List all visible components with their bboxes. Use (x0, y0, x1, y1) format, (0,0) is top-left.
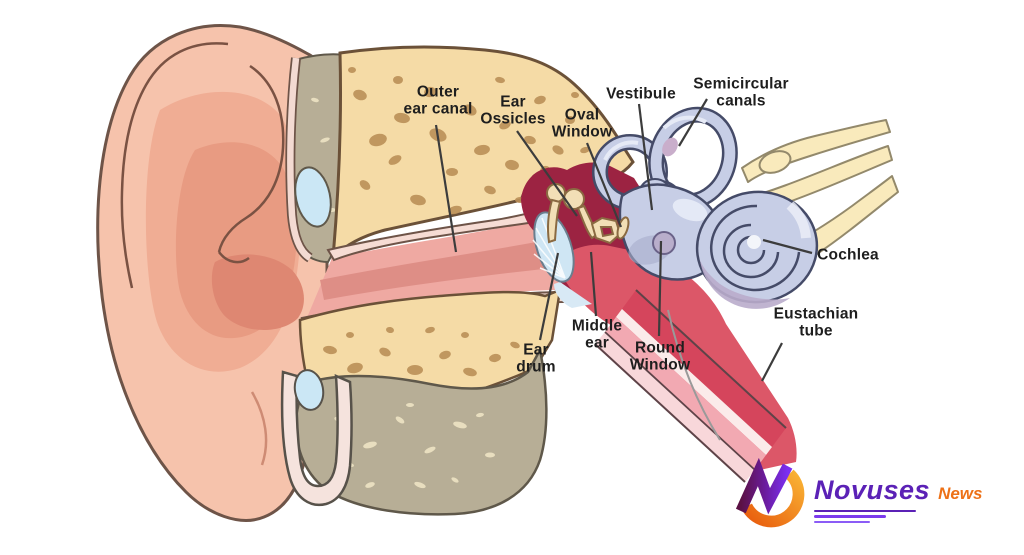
leader-eustachian-tube (761, 342, 783, 382)
logo-underline-1 (814, 510, 916, 513)
mastoid-air-cell-upper (294, 166, 332, 228)
label-semicircular-canals: Semicircular canals (693, 75, 789, 110)
eustachian-tube-shape (594, 289, 787, 483)
leader-cochlea (762, 238, 813, 255)
label-vestibule: Vestibule (606, 85, 676, 103)
temporal-bone-lower (280, 288, 562, 516)
novuses-n-swoosh-icon (735, 457, 805, 528)
outer-ear-pinna (96, 24, 329, 522)
label-round-window: Round Window (629, 339, 691, 374)
label-eustachian-tube: Eustachian tube (773, 305, 859, 340)
cochlea-shape (695, 190, 819, 309)
leader-ear-drum (538, 252, 560, 341)
leader-ear-ossicles (516, 130, 578, 217)
logo-underline-2 (814, 515, 886, 518)
malleus-handle (547, 198, 562, 244)
cartilage-channel (280, 370, 353, 507)
bone-speckles-upper (348, 67, 600, 215)
logo-swoosh-arc (741, 469, 805, 528)
label-cochlea: Cochlea (817, 246, 879, 264)
leader-vestibule (637, 103, 654, 211)
ear-ossicles-shape (546, 183, 630, 245)
logo-brand-text: Novuses (814, 475, 931, 505)
logo-suffix-text: News (938, 484, 983, 503)
label-ear-ossicles: Ear Ossicles (480, 93, 546, 128)
logo-underline-3 (814, 520, 870, 524)
label-outer-ear-canal: Outer ear canal (403, 83, 473, 118)
logo-n-mark (735, 457, 793, 515)
leader-semicircular-canals (678, 98, 708, 147)
leader-lines (434, 98, 813, 382)
ear-drum-shape (532, 211, 592, 308)
leader-oval-window (585, 142, 623, 228)
round-window-shape (652, 231, 676, 255)
leader-outer-ear-canal (434, 124, 458, 253)
label-middle-ear: Middle ear (571, 317, 623, 352)
cochlea-spiral (709, 204, 801, 292)
bone-speckles-lower (323, 326, 520, 377)
mastoid-air-cell-lower (293, 369, 325, 411)
ampulla-patch (662, 137, 678, 157)
label-oval-window: Oval Window (551, 106, 613, 141)
leader-middle-ear (589, 251, 598, 317)
label-ear-drum: Ear drum (516, 341, 556, 376)
oval-window-shape (616, 216, 630, 240)
leader-round-window (657, 240, 663, 337)
logo-text-block: Novuses News (814, 455, 983, 524)
novuses-logo: Novuses News (734, 455, 982, 529)
